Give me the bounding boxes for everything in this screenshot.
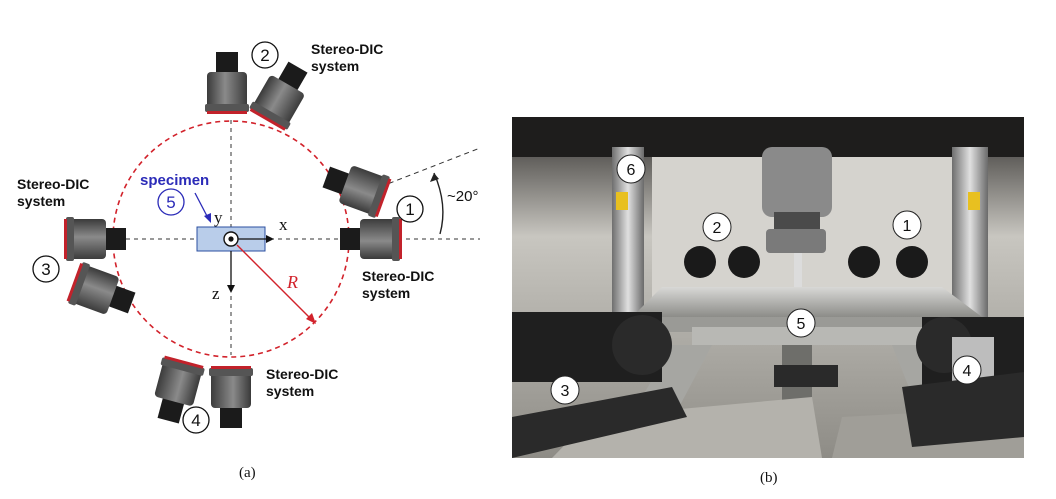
marker-3: 3 bbox=[32, 255, 60, 283]
svg-text:4: 4 bbox=[191, 411, 200, 430]
svg-text:5: 5 bbox=[166, 193, 175, 212]
camera-bottom-right bbox=[209, 366, 253, 428]
specimen-pointer bbox=[194, 192, 209, 219]
axis-y-label: y bbox=[214, 208, 223, 227]
axis-z-label: z bbox=[212, 284, 220, 303]
origin-dot bbox=[228, 236, 234, 242]
stereo-left-label: Stereo-DIC system bbox=[17, 176, 93, 209]
specimen-label: specimen bbox=[140, 172, 209, 189]
camera-top-left bbox=[205, 52, 249, 114]
marker-2: 2 bbox=[251, 41, 279, 69]
setup-photograph bbox=[512, 117, 1024, 458]
schematic-diagram: x y z R ~20° specimen Stereo-DIC system … bbox=[17, 41, 481, 434]
camera-left-upper bbox=[64, 217, 126, 261]
svg-text:1: 1 bbox=[405, 200, 414, 219]
marker-1: 1 bbox=[396, 195, 424, 223]
x-arrow-head bbox=[266, 235, 274, 243]
svg-text:3: 3 bbox=[41, 260, 50, 279]
angle-arrow-head bbox=[430, 173, 439, 182]
camera-right-upper bbox=[318, 156, 393, 219]
radius-arrow-head bbox=[306, 313, 316, 324]
caption-a: (a) bbox=[239, 465, 256, 481]
caption-b: (b) bbox=[760, 470, 778, 486]
camera-top-right bbox=[247, 56, 318, 132]
marker-5: 5 bbox=[157, 188, 185, 216]
z-arrow-head bbox=[227, 285, 235, 293]
stereo-right-label: Stereo-DIC system bbox=[362, 268, 438, 301]
specimen-pointer-head bbox=[204, 213, 211, 223]
radius-arrow bbox=[236, 244, 313, 321]
radius-label: R bbox=[286, 272, 298, 292]
marker-4: 4 bbox=[182, 406, 210, 434]
angle-arc bbox=[433, 172, 444, 235]
camera-left-lower bbox=[65, 261, 140, 324]
stereo-bottom-label: Stereo-DIC system bbox=[266, 366, 342, 399]
stereo-top-label: Stereo-DIC system bbox=[311, 41, 387, 74]
angle-label: ~20° bbox=[447, 188, 478, 205]
axis-x-label: x bbox=[279, 215, 288, 234]
camera-right-lower bbox=[340, 217, 402, 261]
svg-text:2: 2 bbox=[260, 46, 269, 65]
